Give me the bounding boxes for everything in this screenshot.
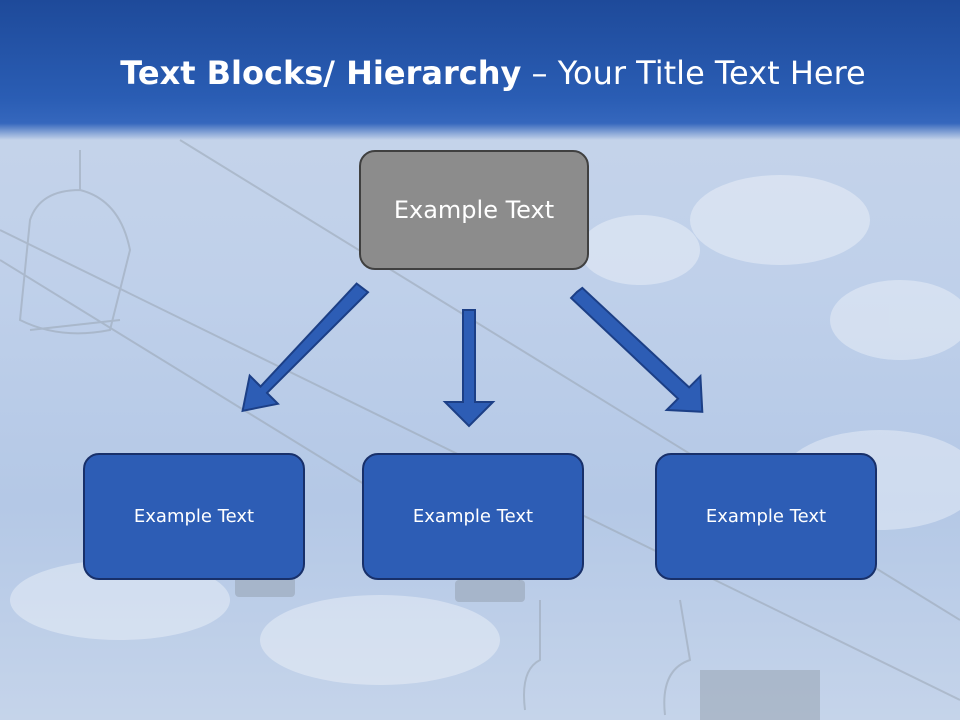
top-node-label: Example Text (393, 196, 555, 224)
arrow-left (241, 282, 370, 413)
title-bold-part: Text Blocks/ Hierarchy (120, 54, 522, 92)
title-separator: – (521, 54, 558, 92)
title-rest-part: Your Title Text Here (557, 54, 866, 92)
arrow-right (569, 286, 704, 413)
child-node-label-1: Example Text (133, 506, 255, 527)
child-node-box-3: Example Text (655, 453, 877, 580)
top-node-box: Example Text (359, 150, 589, 270)
child-node-box-1: Example Text (83, 453, 305, 580)
child-node-box-2: Example Text (362, 453, 584, 580)
child-node-label-2: Example Text (412, 506, 534, 527)
slide-title: Text Blocks/ Hierarchy – Your Title Text… (0, 54, 960, 92)
title-bar (0, 0, 960, 140)
child-node-label-3: Example Text (705, 506, 827, 527)
arrow-center (442, 309, 496, 428)
